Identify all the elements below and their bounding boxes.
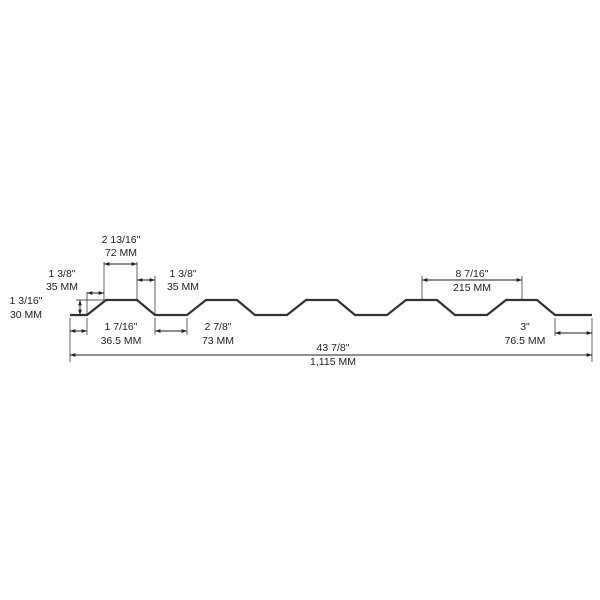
overall-width-metric: 1,115 MM <box>310 356 356 368</box>
rib-spacing-metric: 215 MM <box>453 282 491 294</box>
dimension-valley-width: 2 7/8" 73 MM <box>154 318 234 347</box>
dimension-overall-width: 43 7/8" 1,115 MM <box>70 342 592 368</box>
end-flat-imperial: 3" <box>520 321 530 333</box>
rib-height-metric: 30 MM <box>10 309 42 321</box>
dimension-end-flat: 3" 76.5 MM <box>505 318 593 362</box>
top-crown-imperial: 2 13/16" <box>102 234 141 246</box>
left-slope-imperial: 1 3/8" <box>48 268 75 280</box>
dimension-rib-spacing: 8 7/16" 215 MM <box>421 268 523 300</box>
valley-width-metric: 73 MM <box>202 335 234 347</box>
overall-width-imperial: 43 7/8" <box>317 342 350 354</box>
panel-profile <box>70 298 592 317</box>
rib-spacing-imperial: 8 7/16" <box>456 268 489 280</box>
dimension-rib-height: 1 3/16" 30 MM <box>10 295 104 321</box>
dimension-right-slope: 1 3/8" 35 MM <box>137 268 199 315</box>
dimension-left-slope: 1 3/8" 35 MM <box>46 268 104 315</box>
top-crown-metric: 72 MM <box>105 247 137 259</box>
valley-start-metric: 36.5 MM <box>101 335 142 347</box>
right-slope-imperial: 1 3/8" <box>169 268 196 280</box>
valley-start-imperial: 1 7/16" <box>105 321 138 333</box>
end-flat-metric: 76.5 MM <box>505 335 546 347</box>
dimension-top-crown: 2 13/16" 72 MM <box>102 234 141 300</box>
valley-width-imperial: 2 7/8" <box>204 321 231 333</box>
rib-height-imperial: 1 3/16" <box>10 295 43 307</box>
left-slope-metric: 35 MM <box>46 281 78 293</box>
right-slope-metric: 35 MM <box>167 281 199 293</box>
